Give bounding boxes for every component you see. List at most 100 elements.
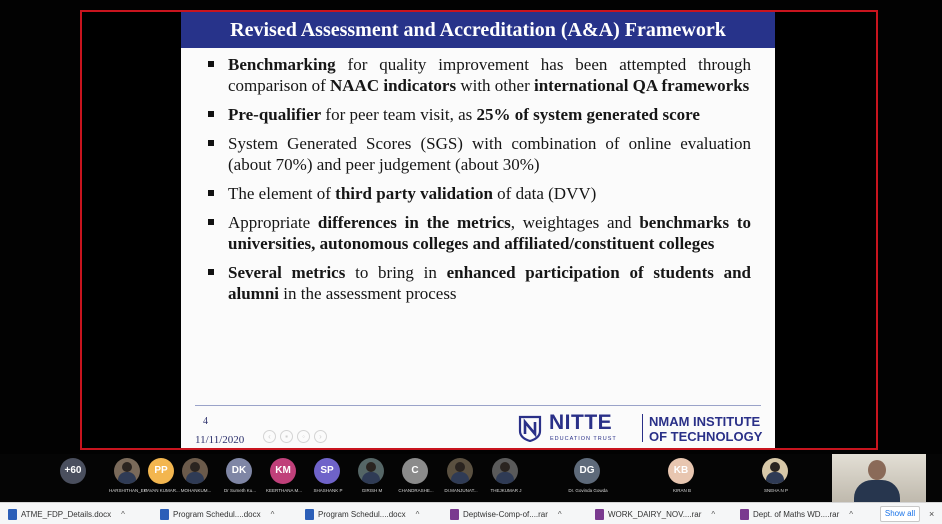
participant-photo xyxy=(182,458,208,484)
bullet-bold-text: 25% of system generated score xyxy=(476,105,700,124)
chevron-up-icon[interactable]: ^ xyxy=(557,509,562,519)
nitte-emblem-icon xyxy=(518,415,542,442)
chevron-up-icon[interactable]: ^ xyxy=(711,509,716,519)
more-participants-button[interactable]: +60 xyxy=(46,458,102,500)
download-filename: Program Schedul....docx xyxy=(318,509,406,519)
bullet-bold-text: differences in the metrics xyxy=(317,213,511,232)
participant-tile[interactable]: Dr.MANJUNAT... xyxy=(433,458,489,500)
bullet-bold-text: Pre-qualifier xyxy=(228,105,322,124)
bullet-text: System Generated Scores (SGS) with combi… xyxy=(228,134,751,174)
slide-bullet: Several metrics to bring in enhanced par… xyxy=(201,262,751,304)
participant-name: SHASHANK P xyxy=(313,488,343,493)
download-item[interactable]: Deptwise-Comp-of....rar ^ xyxy=(450,506,562,522)
participant-initials-avatar: DG xyxy=(574,458,600,484)
participant-name: SNEHA N P xyxy=(763,488,788,493)
close-download-bar-icon[interactable]: × xyxy=(929,509,935,519)
participant-name: CHANDRASHE... xyxy=(398,488,434,493)
download-filename: Deptwise-Comp-of....rar xyxy=(463,509,548,519)
participant-name: MOHANKUM... xyxy=(180,488,212,493)
bullet-bold-text: Several metrics xyxy=(228,263,346,282)
slide-prev-icon: ‹ xyxy=(263,430,276,443)
institute-name-line1: NMAM INSTITUTE xyxy=(649,414,761,429)
participant-tile[interactable]: GIRISH M xyxy=(344,458,400,500)
bullet-text: with other xyxy=(456,76,534,95)
bullet-text: to bring in xyxy=(345,263,447,282)
participant-tile[interactable]: MOHANKUM... xyxy=(168,458,224,500)
download-item[interactable]: Program Schedul....docx^ xyxy=(160,506,274,522)
slide-bullet: System Generated Scores (SGS) with combi… xyxy=(201,133,751,175)
participant-photo xyxy=(358,458,384,484)
bullet-text: in the assessment process xyxy=(279,284,457,303)
slide-bullet-list: Benchmarking for quality improvement has… xyxy=(201,54,751,312)
slide-next-icon: › xyxy=(314,430,327,443)
participant-initials-avatar: KB xyxy=(668,458,694,484)
participant-tile[interactable]: THEJKUMAR J xyxy=(478,458,534,500)
download-bar: ATME_FDP_Details.docx ^ Program Schedul...… xyxy=(0,502,942,524)
slide-bullet: Pre-qualifier for peer team visit, as 25… xyxy=(201,104,751,125)
participant-photo xyxy=(447,458,473,484)
download-filename: WORK_DAIRY_NOV....rar xyxy=(608,509,702,519)
bullet-bold-text: enhanced participation of students and a… xyxy=(228,263,751,303)
shared-screen-area: Revised Assessment and Accreditation (A&… xyxy=(80,10,878,450)
participant-initials-avatar: KM xyxy=(270,458,296,484)
word-document-icon xyxy=(160,508,169,520)
participant-tile[interactable]: C CHANDRASHE... xyxy=(388,458,444,500)
presentation-slide: Revised Assessment and Accreditation (A&… xyxy=(181,12,775,448)
download-item[interactable]: ATME_FDP_Details.docx ^ xyxy=(8,506,125,522)
participant-name: GIRISH M xyxy=(361,488,383,493)
chevron-up-icon[interactable]: ^ xyxy=(849,509,854,519)
archive-file-icon xyxy=(595,508,604,520)
bullet-text: for peer team visit, as xyxy=(321,105,477,124)
download-filename: ATME_FDP_Details.docx xyxy=(21,509,112,519)
participant-initials-avatar: DK xyxy=(226,458,252,484)
nitte-subtitle: EDUCATION TRUST xyxy=(550,436,617,442)
download-item[interactable]: Program Schedul....docx ^ xyxy=(305,506,419,522)
participant-name: HARSHITHAN_EC xyxy=(108,488,147,493)
bullet-bold-text: NAAC indicators xyxy=(329,76,457,95)
bullet-text: of data (DVV) xyxy=(492,184,597,203)
institute-name-line2: OF TECHNOLOGY xyxy=(649,429,763,444)
archive-file-icon xyxy=(740,508,749,520)
download-filename: Dept. of Maths WD....rar xyxy=(753,509,840,519)
chevron-up-icon[interactable]: ^ xyxy=(270,509,275,519)
slide-nav-controls: ‹ ▪ ◦ › xyxy=(263,430,327,443)
participant-initials-avatar: SP xyxy=(314,458,340,484)
participant-name: THEJKUMAR J xyxy=(490,488,522,493)
nitte-logo: NITTE EDUCATION TRUST NMAM INSTITUTE OF … xyxy=(516,410,766,446)
chevron-up-icon[interactable]: ^ xyxy=(121,509,125,519)
self-video-tile[interactable] xyxy=(832,454,926,502)
logo-divider xyxy=(642,414,643,442)
participant-head xyxy=(868,460,886,480)
bullet-bold-text: benchmarks to universities, autonomous c… xyxy=(228,213,751,253)
bullet-bold-text: international QA frameworks xyxy=(533,76,750,95)
participant-tile[interactable]: KB KIRAN B xyxy=(654,458,710,500)
participant-name: Dr.MANJUNAT... xyxy=(444,488,478,493)
participant-tile[interactable]: DK Dr Sumeth Ku... xyxy=(212,458,268,500)
download-item[interactable]: WORK_DAIRY_NOV....rar ^ xyxy=(595,506,715,522)
chevron-up-icon[interactable]: ^ xyxy=(415,509,420,519)
download-item[interactable]: Dept. of Maths WD....rar ^ xyxy=(740,506,853,522)
slide-title: Revised Assessment and Accreditation (A&… xyxy=(181,12,775,48)
bullet-bold-text: third party validation xyxy=(335,184,493,203)
bullet-text: for quality improvement has been attempt… xyxy=(228,55,751,95)
participant-photo xyxy=(114,458,140,484)
slide-bullet: Benchmarking for quality improvement has… xyxy=(201,54,751,96)
participant-tile[interactable]: KM KEERTHANA M... xyxy=(256,458,312,500)
participant-body xyxy=(854,480,900,502)
participant-tile[interactable]: HARSHITHAN_EC xyxy=(100,458,156,500)
participant-tile[interactable]: SNEHA N P xyxy=(748,458,804,500)
bullet-text: , weightages and xyxy=(510,213,640,232)
bullet-text: Appropriate xyxy=(228,213,318,232)
participant-tile[interactable]: SP SHASHANK P xyxy=(300,458,356,500)
participant-initials-avatar: C xyxy=(402,458,428,484)
slide-bullet: The element of third party validation of… xyxy=(201,183,751,204)
slide-zoom-icon: ◦ xyxy=(297,430,310,443)
participant-name: KEERTHANA M... xyxy=(266,488,302,493)
participant-name: Dr Sumeth Ku... xyxy=(223,488,256,493)
slide-footer-divider xyxy=(195,405,761,406)
participant-name: KIRAN B xyxy=(672,488,691,493)
show-all-button[interactable]: Show all xyxy=(880,506,920,522)
